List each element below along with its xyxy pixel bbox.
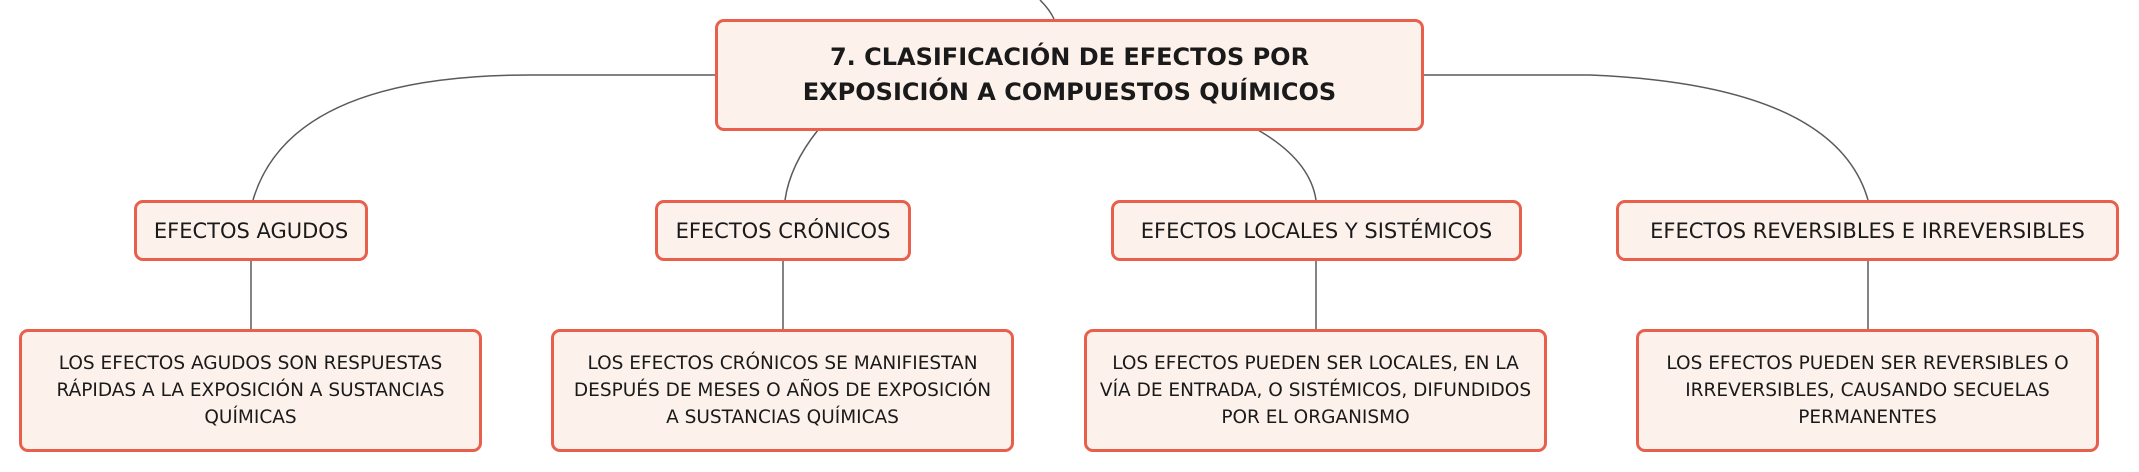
connector-root-to-cat-3 [1257,129,1317,201]
connector-root-to-cat-2 [784,129,819,201]
connector-root-to-cat-1 [252,74,716,201]
description-node-efectos-reversibles-irreversibles[interactable]: LOS EFECTOS PUEDEN SER REVERSIBLES O IRR… [1636,329,2099,452]
description-text: LOS EFECTOS AGUDOS SON RESPUESTAS RÁPIDA… [56,353,445,428]
root-topic-title: 7. CLASIFICACIÓN DE EFECTOS POR EXPOSICI… [802,43,1337,106]
description-text: LOS EFECTOS CRÓNICOS SE MANIFIESTAN DESP… [573,353,992,428]
description-node-efectos-cronicos[interactable]: LOS EFECTOS CRÓNICOS SE MANIFIESTAN DESP… [551,329,1014,452]
description-text: LOS EFECTOS PUEDEN SER REVERSIBLES O IRR… [1666,353,2069,428]
connector-parent-to-root [1039,0,1055,20]
description-node-efectos-agudos[interactable]: LOS EFECTOS AGUDOS SON RESPUESTAS RÁPIDA… [19,329,482,452]
connector-root-to-cat-4 [1423,74,1869,201]
category-label: EFECTOS LOCALES Y SISTÉMICOS [1140,218,1493,243]
category-node-efectos-locales-sistemicos[interactable]: EFECTOS LOCALES Y SISTÉMICOS [1111,200,1522,261]
category-node-efectos-cronicos[interactable]: EFECTOS CRÓNICOS [655,200,911,261]
root-topic-node[interactable]: 7. CLASIFICACIÓN DE EFECTOS POR EXPOSICI… [715,19,1424,131]
category-node-efectos-agudos[interactable]: EFECTOS AGUDOS [134,200,368,261]
category-label: EFECTOS REVERSIBLES E IRREVERSIBLES [1650,218,2085,243]
category-node-efectos-reversibles-irreversibles[interactable]: EFECTOS REVERSIBLES E IRREVERSIBLES [1616,200,2119,261]
description-text: LOS EFECTOS PUEDEN SER LOCALES, EN LA VÍ… [1099,353,1532,428]
category-label: EFECTOS CRÓNICOS [675,218,891,243]
description-node-efectos-locales-sistemicos[interactable]: LOS EFECTOS PUEDEN SER LOCALES, EN LA VÍ… [1084,329,1547,452]
category-label: EFECTOS AGUDOS [153,218,349,243]
